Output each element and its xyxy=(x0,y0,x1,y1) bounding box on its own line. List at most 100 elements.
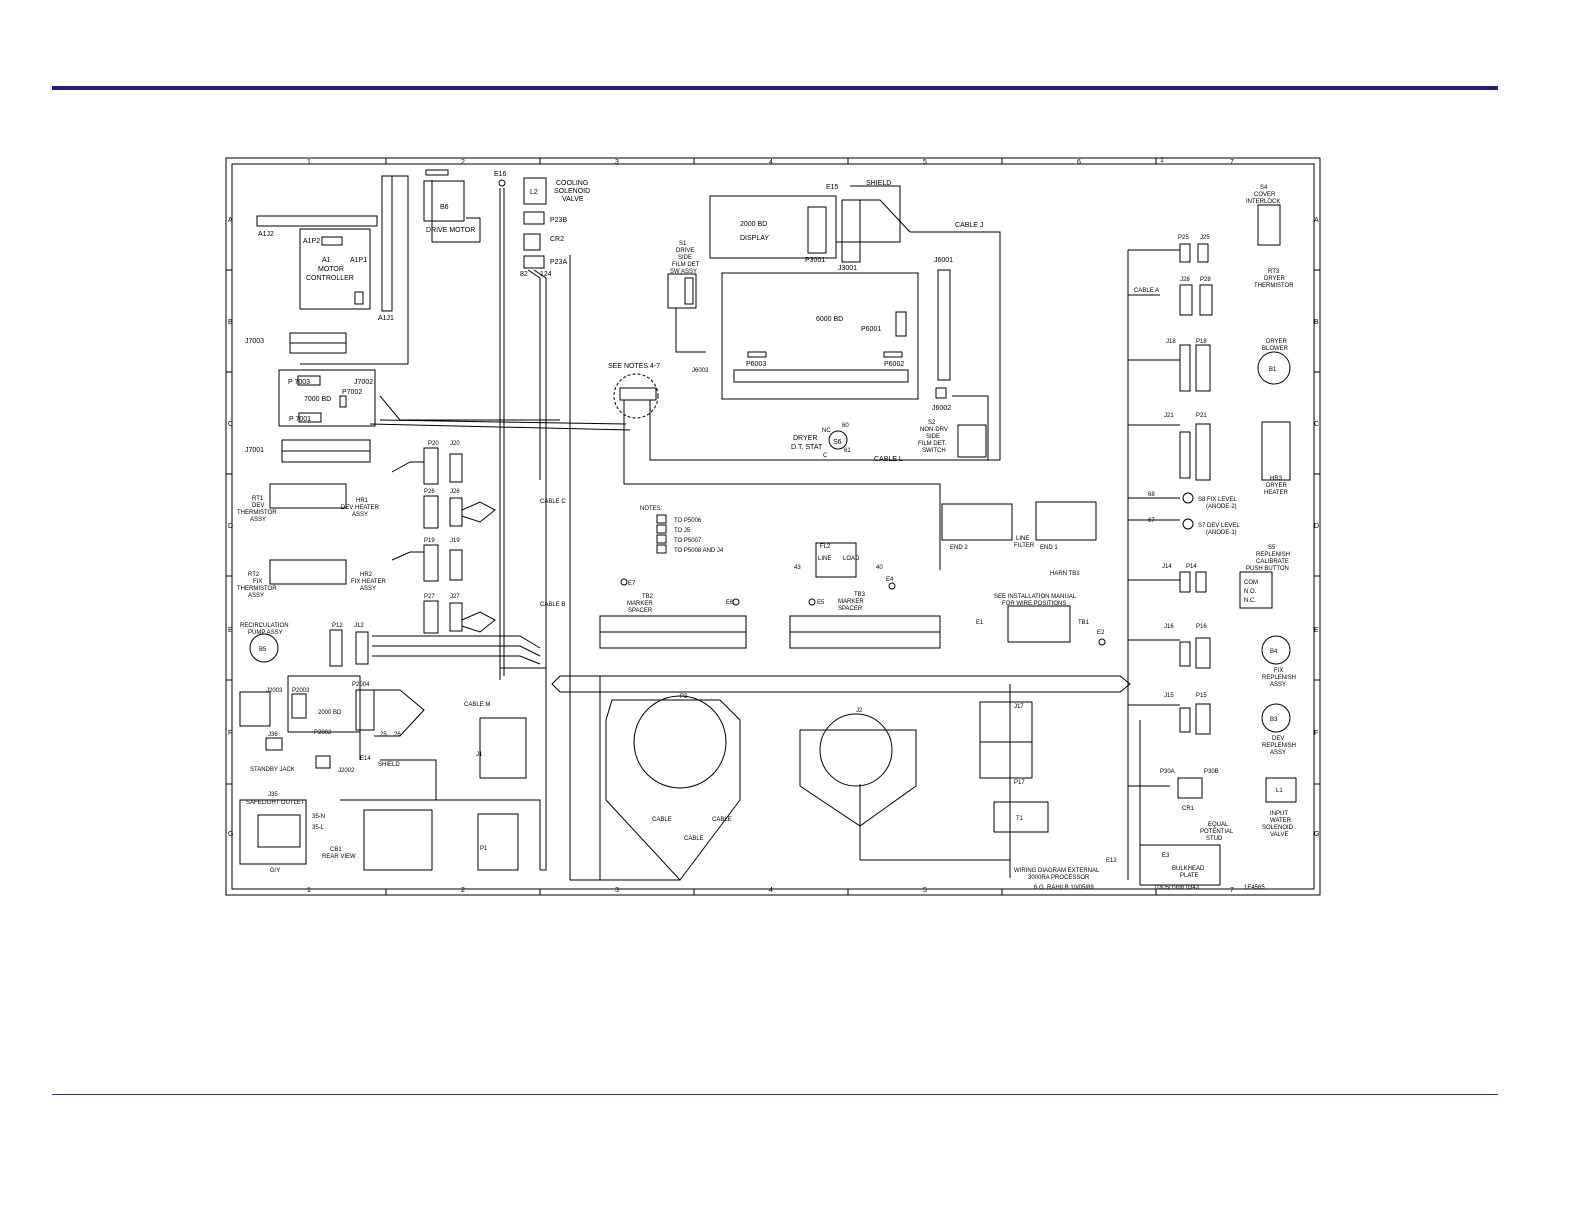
label-p7003: P 7003 xyxy=(288,379,310,386)
label-s2-nondrv: NON-DRV xyxy=(920,427,948,433)
label-s2: S2 xyxy=(928,420,936,426)
label-6000bd: 6000 BD xyxy=(816,316,843,323)
label-cooling-1: COOLING xyxy=(556,180,588,187)
label-j18: J18 xyxy=(1166,339,1176,345)
label-hr3: HR3 xyxy=(1270,476,1283,482)
grid-row-b-right: B xyxy=(1314,319,1319,326)
label-w26: 26 xyxy=(394,732,401,738)
label-l1: L1 xyxy=(1276,788,1283,794)
label-cr1: CR1 xyxy=(1182,806,1195,812)
label-p30a: P30A xyxy=(1160,769,1175,775)
grid-row-g: G xyxy=(228,831,233,838)
label-see-notes: SEE NOTES 4-7 xyxy=(608,363,660,370)
label-cable-j: CABLE J xyxy=(955,222,983,229)
label-hr1: HR1 xyxy=(356,498,369,504)
label-tb2: TB2 xyxy=(642,594,654,600)
label-s8-anode: (ANODE-2) xyxy=(1206,504,1237,510)
label-e7: E7 xyxy=(628,581,636,587)
label-rt3-therm: THERMISTOR xyxy=(1254,283,1294,289)
label-e3: E3 xyxy=(1162,853,1170,859)
label-cable-c1-low: CABLE xyxy=(712,817,732,823)
label-hr2-fix: FIX HEATER xyxy=(351,579,387,585)
lower-left-components xyxy=(239,629,527,871)
label-p19: P19 xyxy=(424,538,435,544)
label-j7001: J7001 xyxy=(245,447,264,454)
label-s4-interlock: INTERLOCK xyxy=(1246,199,1280,205)
label-a1j2: A1J2 xyxy=(258,231,274,238)
label-p23a: P23A xyxy=(550,259,567,266)
label-e5: E5 xyxy=(817,600,825,606)
grid-row-g-right: G xyxy=(1314,831,1319,838)
s2-non-drv-switch: S2 NON-DRV SIDE FILM DET. SWITCH xyxy=(918,420,987,458)
cooling-valve-assy xyxy=(498,177,547,269)
label-dev-rep-2: REPLENISH xyxy=(1262,743,1296,749)
label-input-1: INPUT xyxy=(1270,811,1288,817)
label-e4: E4 xyxy=(886,577,894,583)
label-p28: P28 xyxy=(1200,277,1211,283)
note-4: TO P5006 xyxy=(674,518,702,524)
label-rt2-therm: THERMISTOR xyxy=(237,586,277,592)
note-6: TO P5007 xyxy=(674,538,702,544)
label-s5-calibrate: CALIBRATE xyxy=(1256,559,1289,565)
label-hr2: HR2 xyxy=(360,572,373,578)
grid-row-d-right: D xyxy=(1314,523,1319,530)
label-w67: 67 xyxy=(1148,518,1155,524)
heater-connectors xyxy=(269,447,496,634)
right-side-components xyxy=(1139,204,1297,886)
label-j2002: J2002 xyxy=(338,768,355,774)
label-rt2-fix: FIX xyxy=(253,579,262,585)
label-dryer: DRYER xyxy=(793,435,817,442)
circular-connectors xyxy=(605,695,1049,881)
label-c: C xyxy=(823,453,828,459)
label-nc: NC xyxy=(822,428,831,434)
label-j12: J12 xyxy=(354,623,364,629)
label-s1-film: FILM DET xyxy=(672,262,700,268)
label-dryer-blower-1: DRYER xyxy=(1266,339,1288,345)
label-motor: MOTOR xyxy=(318,266,344,273)
label-no: N.O. xyxy=(1244,589,1257,595)
label-rt1-dev: DEV xyxy=(252,503,264,509)
label-equal-1: EQUAL xyxy=(1208,822,1229,828)
label-2000bd: 2000 BD xyxy=(318,710,342,716)
label-w35n: 35-N xyxy=(312,814,325,820)
label-p30b: P30B xyxy=(1204,769,1219,775)
label-w35l: 35-L xyxy=(312,825,325,831)
s6-dryer-stat: S6 DRYER D.T. STAT 60 61 NC C CABLE L xyxy=(791,423,903,463)
label-b6: B6 xyxy=(440,204,449,211)
label-cable-a1: CABLE A xyxy=(1134,288,1159,294)
grid-row-c-right: C xyxy=(1314,421,1319,428)
label-p1: P1 xyxy=(480,846,488,852)
label-line: LINE xyxy=(818,556,831,562)
label-b3: B3 xyxy=(1270,717,1278,723)
label-p14: P14 xyxy=(1186,564,1197,570)
label-fix-rep-3: ASSY xyxy=(1270,682,1286,688)
label-cr2: CR2 xyxy=(550,236,564,243)
label-shield-top: SHIELD xyxy=(866,180,891,187)
label-s5: S5 xyxy=(1268,545,1276,551)
label-dryer-blower-2: BLOWER xyxy=(1262,346,1289,352)
label-j16: J16 xyxy=(1164,624,1174,630)
grid-col-3-bottom: 3 xyxy=(615,887,619,894)
grid-row-a: A xyxy=(228,217,233,224)
label-p2004: P2004 xyxy=(352,682,370,688)
label-wire-124: 124 xyxy=(540,271,552,278)
label-e6: E6 xyxy=(726,600,734,606)
label-tb2-spacer: SPACER xyxy=(628,608,653,614)
label-j20: J20 xyxy=(450,441,460,447)
label-line-filter-1: LINE xyxy=(1016,536,1029,542)
label-p20: P20 xyxy=(428,441,439,447)
label-j25: J25 xyxy=(1200,235,1210,241)
label-s5-push: PUSH BUTTON xyxy=(1246,566,1289,572)
label-j1: J1 xyxy=(476,752,483,758)
label-e14: E14 xyxy=(360,756,371,762)
label-tb3-marker: MARKER xyxy=(838,599,864,605)
grid-col-7-bottom: 7 xyxy=(1230,887,1234,894)
board-7000 xyxy=(278,369,376,463)
label-w60: 60 xyxy=(842,423,849,429)
label-input-4: VALVE xyxy=(1270,832,1288,838)
label-a1p1: A1P1 xyxy=(350,257,367,264)
label-controller: CONTROLLER xyxy=(306,275,354,282)
label-s7: S7 DEV LEVEL xyxy=(1198,523,1240,529)
label-j27: J27 xyxy=(450,594,460,600)
grid-row-b: B xyxy=(228,319,233,326)
